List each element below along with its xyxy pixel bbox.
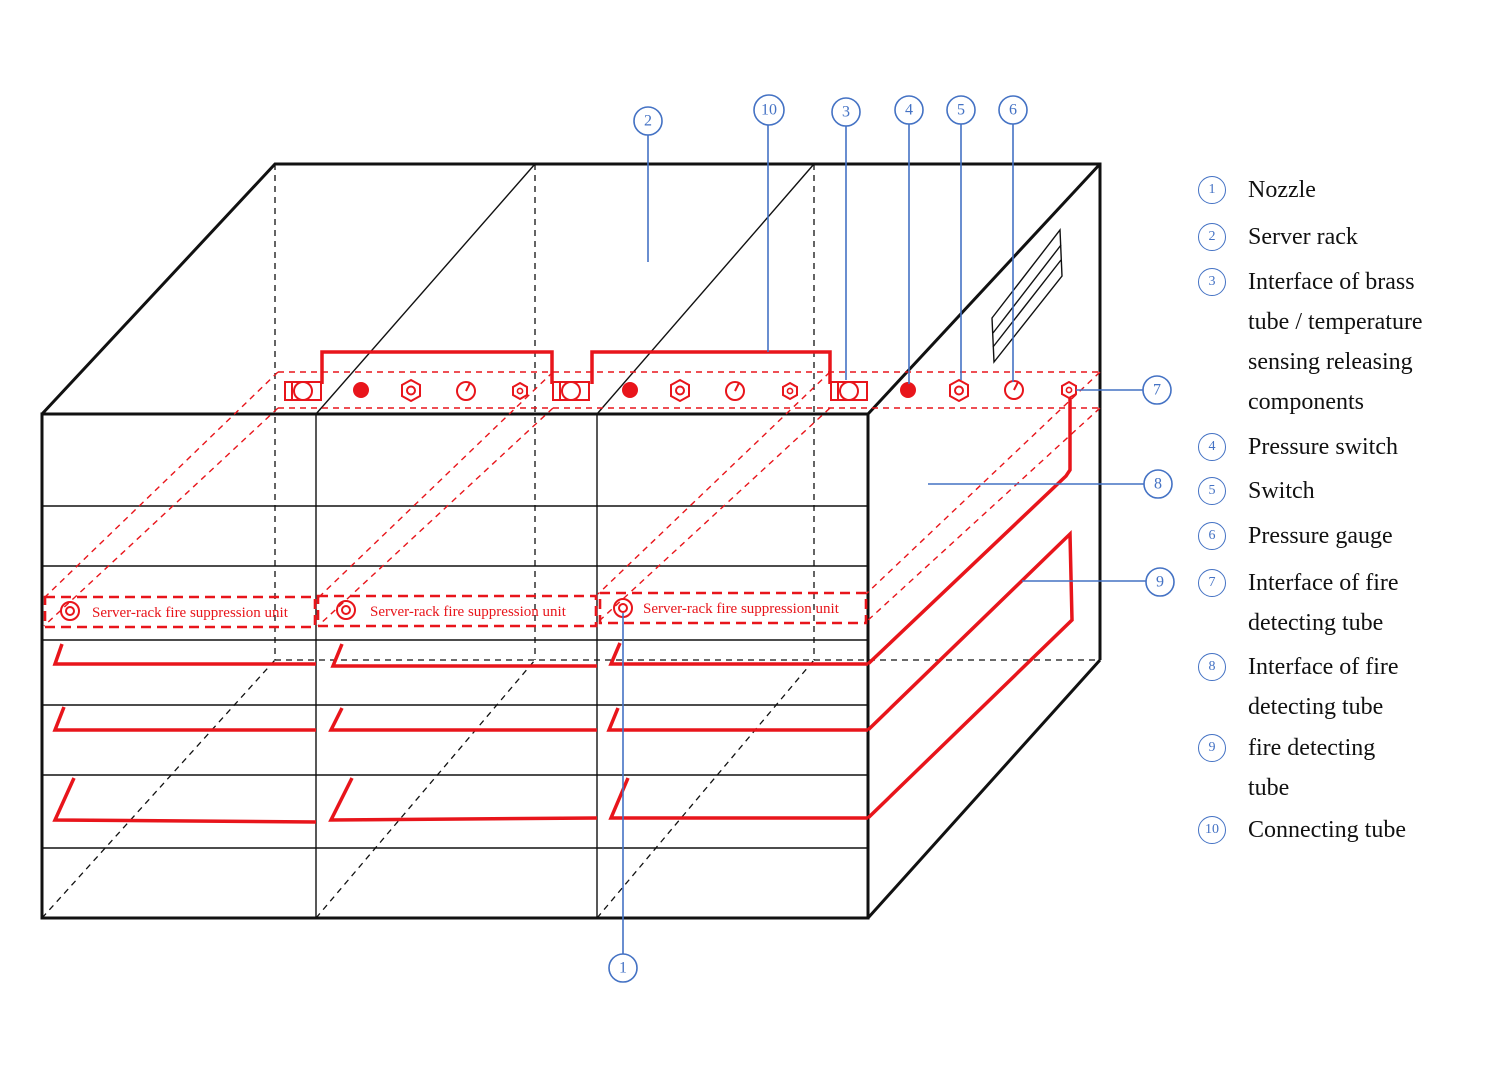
callout-2: 2: [633, 106, 663, 136]
unit-label: Server-rack fire suppression unit: [92, 605, 289, 621]
unit-label: Server-rack fire suppression unit: [643, 601, 840, 617]
legend-number: 6: [1198, 522, 1226, 550]
detecting-tube-interface-icon: [1061, 380, 1077, 400]
top-components: [284, 378, 1077, 403]
svg-text:9: 9: [1156, 574, 1164, 591]
pressure-switch-icon: [622, 382, 638, 398]
pressure-gauge-icon: [456, 381, 476, 401]
callout-6: 6: [998, 95, 1028, 125]
fire-detecting-tube: [52, 398, 1074, 824]
svg-text:7: 7: [1153, 382, 1161, 399]
callout-7: 7: [1142, 375, 1172, 405]
svg-text:4: 4: [905, 102, 913, 119]
detecting-tube-interface-icon: [512, 381, 528, 401]
legend-number: 3: [1198, 268, 1226, 296]
legend-item: 8 Interface of fire detecting tube: [1198, 653, 1438, 727]
svg-text:2: 2: [644, 113, 652, 130]
legend-number: 9: [1198, 734, 1226, 762]
legend-number: 7: [1198, 569, 1226, 597]
legend-number: 8: [1198, 653, 1226, 681]
legend-label: Connecting tube: [1248, 817, 1406, 843]
suppression-unit-1: Server-rack fire suppression unit: [43, 595, 317, 629]
legend-label: Pressure gauge: [1248, 523, 1393, 549]
svg-text:5: 5: [957, 102, 965, 119]
switch-icon: [949, 378, 969, 403]
pressure-switch-icon: [353, 382, 369, 398]
callout-4: 4: [894, 95, 924, 125]
legend-number: 10: [1198, 816, 1226, 844]
legend-label: Switch: [1248, 478, 1315, 504]
legend-number: 4: [1198, 433, 1226, 461]
legend-item: 6 Pressure gauge: [1198, 522, 1468, 556]
unit-label: Server-rack fire suppression unit: [370, 604, 567, 620]
legend-number: 2: [1198, 223, 1226, 251]
brass-tube-interface-icon: [552, 381, 590, 401]
legend-item: 3 Interface of brass tube / temperature …: [1198, 268, 1458, 422]
legend-label: Server rack: [1248, 224, 1358, 250]
callout-10: 10: [753, 94, 785, 126]
legend-label: Interface of fire detecting tube: [1248, 570, 1399, 636]
callout-leaders: [622, 124, 1146, 954]
brass-tube-interface-icon: [830, 381, 868, 401]
callout-3: 3: [831, 97, 861, 127]
suppression-plane: [43, 371, 1101, 627]
callout-5: 5: [946, 95, 976, 125]
svg-text:6: 6: [1009, 102, 1017, 119]
svg-text:10: 10: [761, 102, 777, 119]
svg-text:1: 1: [619, 960, 627, 977]
callout-8: 8: [1143, 469, 1173, 499]
nozzle-icon: [60, 601, 80, 621]
detecting-tube-interface-icon: [782, 381, 798, 401]
callout-1: 1: [608, 953, 638, 983]
switch-icon: [401, 378, 421, 403]
pressure-switch-icon: [900, 382, 916, 398]
pressure-gauge-icon: [1004, 380, 1024, 400]
legend-item: 2 Server rack: [1198, 223, 1468, 257]
legend-label: Pressure switch: [1248, 434, 1398, 460]
legend-label: fire detecting tube: [1248, 735, 1376, 801]
svg-text:8: 8: [1154, 476, 1162, 493]
callout-9: 9: [1145, 567, 1175, 597]
legend-item: 10 Connecting tube: [1198, 816, 1468, 850]
pressure-gauge-icon: [725, 381, 745, 401]
legend-label: Nozzle: [1248, 177, 1316, 203]
legend-item: 5 Switch: [1198, 477, 1468, 511]
legend-number: 1: [1198, 176, 1226, 204]
connecting-tube: [320, 350, 832, 384]
nozzle-icon: [336, 600, 356, 620]
brass-tube-interface-icon: [284, 381, 322, 401]
legend-item: 1 Nozzle: [1198, 176, 1468, 210]
legend-item: 9 fire detecting tube: [1198, 734, 1408, 808]
legend-number: 5: [1198, 477, 1226, 505]
legend-item: 4 Pressure switch: [1198, 433, 1468, 467]
svg-text:3: 3: [842, 104, 850, 121]
rack-frame: [40, 162, 1102, 920]
legend-label: Interface of fire detecting tube: [1248, 654, 1399, 720]
suppression-unit-2: Server-rack fire suppression unit: [316, 594, 598, 628]
switch-icon: [670, 378, 690, 403]
suppression-unit-3: Server-rack fire suppression unit: [598, 591, 868, 625]
legend-label: Interface of brass tube / temperature se…: [1248, 269, 1423, 415]
legend-item: 7 Interface of fire detecting tube: [1198, 569, 1438, 643]
